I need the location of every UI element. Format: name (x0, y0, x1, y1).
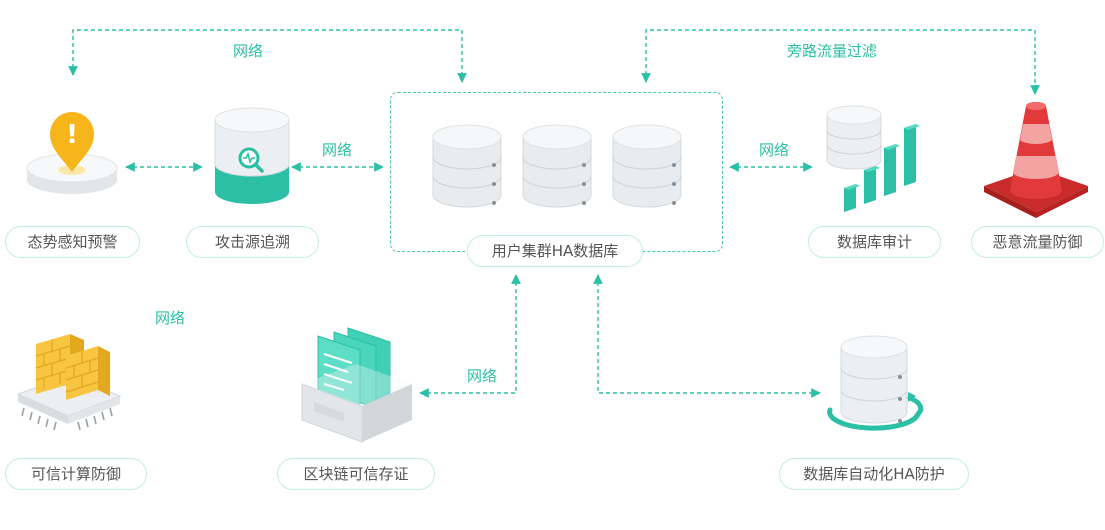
magnifier-icon (238, 147, 264, 173)
database-stack-2-icon (522, 124, 592, 208)
database-stack-3-icon (612, 124, 682, 208)
node-label-cluster: 用户集群HA数据库 (467, 235, 643, 267)
svg-text:!: ! (66, 120, 78, 150)
node-label-malicious: 恶意流量防御 (971, 226, 1104, 258)
node-label-situation: 态势感知预警 (5, 226, 140, 258)
link-label-cluster-audit: 网络 (759, 141, 790, 159)
refresh-ring-icon (827, 392, 924, 431)
document-box-icon (301, 327, 412, 443)
link-label-cluster-blockchain: 网络 (467, 367, 498, 385)
bar-chart-icon (844, 124, 920, 212)
link-label-top-left: 网络 (233, 42, 264, 60)
link-top-left (68, 29, 467, 83)
link-cluster-autoha (593, 274, 821, 398)
document-stack-icon (317, 327, 391, 413)
audit-chart-icon (826, 105, 920, 212)
database-stack-1-icon (432, 124, 502, 208)
trace-database-icon (214, 107, 290, 204)
link-cluster-blockchain (419, 274, 521, 398)
database-cluster-icon (432, 124, 682, 208)
link-label-middle-left: 网络 (155, 309, 186, 327)
node-label-blockchain: 区块链可信存证 (277, 458, 435, 490)
brick-wall-icon (35, 334, 110, 400)
node-label-audit: 数据库审计 (808, 226, 941, 258)
link-top-right (641, 29, 1040, 95)
audit-database-icon (826, 105, 882, 170)
firewall-chip-icon (16, 334, 122, 431)
link-label-top-right: 旁路流量过滤 (787, 42, 878, 60)
traffic-cone-icon (984, 102, 1088, 218)
node-label-autoha: 数据库自动化HA防护 (779, 458, 969, 490)
ha-database-icon (827, 335, 924, 431)
link-label-trace-cluster: 网络 (322, 141, 353, 159)
node-label-trusted: 可信计算防御 (5, 458, 147, 490)
node-label-trace: 攻击源追溯 (186, 226, 319, 258)
warning-pin-icon: ! (26, 112, 118, 194)
